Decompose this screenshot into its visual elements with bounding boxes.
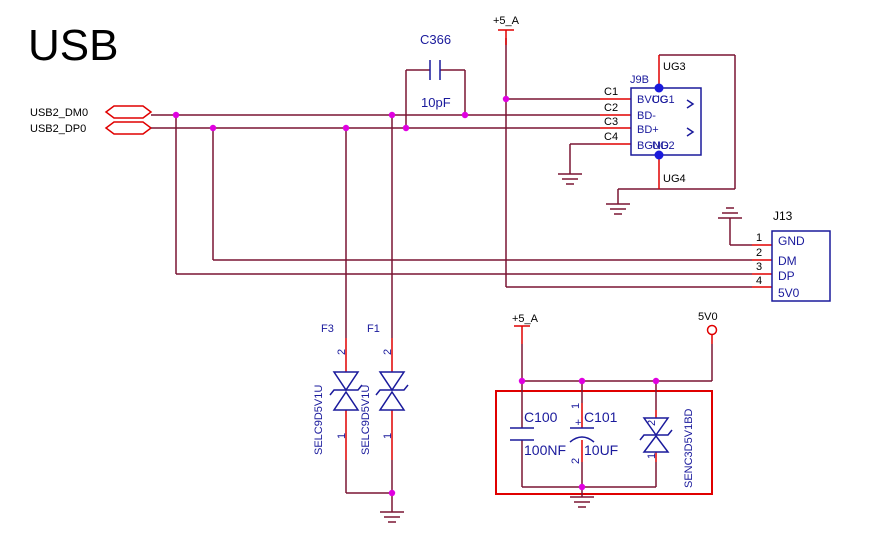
j9b-overlap-label-2: UG2 xyxy=(652,140,675,152)
j13-pin-num-3: 3 xyxy=(756,261,762,273)
tvs-part: SENC3D5V1BD xyxy=(683,408,695,488)
tvs-diode-f1: F1 2 1 SELC9D5V1U xyxy=(360,323,409,455)
connector-j9b: J9B UG3 UG4 BVCC UG1 BD- BD+ BGND UG2 C1… xyxy=(604,61,702,185)
j13-pin-label-4: 5V0 xyxy=(778,286,800,300)
connector-j13: J13 GND DM DP 5V0 1 2 3 4 xyxy=(756,209,831,302)
power-label-bottom: +5_A xyxy=(512,313,539,325)
tvs-diode-senc: 2 1 SENC3D5V1BD xyxy=(639,408,695,488)
power-label-top: +5_A xyxy=(493,15,520,27)
power-plus5a-top: +5_A xyxy=(493,15,520,31)
c366-ref: C366 xyxy=(420,32,451,47)
j13-pin-label-3: DP xyxy=(778,269,795,283)
ground-icon xyxy=(606,203,630,215)
j9b-pin-label-1: BVCC xyxy=(637,94,668,106)
tvs-pin-top: 2 xyxy=(646,420,658,426)
signal-wires xyxy=(151,38,752,338)
c366-value: 10pF xyxy=(421,95,451,110)
j9b-ug4: UG4 xyxy=(663,173,686,185)
capacitor-c100: C100 100NF xyxy=(510,409,566,458)
port-usb-dp: USB2_DP0 xyxy=(30,121,153,135)
tvs-pin-bottom: 1 xyxy=(646,453,658,459)
j9b-overlap-label-1: UG1 xyxy=(652,94,675,106)
ground-icon xyxy=(380,511,404,523)
j9b-pin-num-4: C4 xyxy=(604,131,618,143)
j9b-pin-label-2: BD- xyxy=(637,110,656,122)
j13-pin-num-1: 1 xyxy=(756,232,762,244)
j9b-ug3: UG3 xyxy=(663,61,686,73)
j9b-pin-num-1: C1 xyxy=(604,86,618,98)
power-label-5v0: 5V0 xyxy=(698,311,718,323)
f3-pin-bottom: 1 xyxy=(336,433,348,439)
capacitor-c366: C366 10pF xyxy=(420,32,451,110)
net-label-dm: USB2_DM0 xyxy=(30,107,88,119)
j9b-ref: J9B xyxy=(630,74,649,86)
f1-pin-bottom: 1 xyxy=(382,433,394,439)
f1-part: SELC9D5V1U xyxy=(360,385,372,455)
port-usb-dm: USB2_DM0 xyxy=(30,105,153,119)
c101-value: 10UF xyxy=(584,442,618,458)
ground-icon xyxy=(558,173,582,185)
f1-ref: F1 xyxy=(367,323,380,335)
j13-pin-num-2: 2 xyxy=(756,247,762,259)
j13-pin-label-1: GND xyxy=(778,234,805,248)
junction-dots xyxy=(172,95,660,497)
tvs-diode-f3: F3 2 1 SELC9D5V1U xyxy=(313,323,363,455)
power-5v0: 5V0 xyxy=(698,311,718,381)
j13-pin-label-2: DM xyxy=(778,254,797,268)
pin-stubs xyxy=(345,30,772,460)
net-label-dp: USB2_DP0 xyxy=(30,123,86,135)
c101-pin-bottom: 2 xyxy=(570,458,582,464)
j9b-pin-num-3: C3 xyxy=(604,116,618,128)
c101-plus: + xyxy=(575,417,581,429)
c101-pin-top: 1 xyxy=(570,403,582,409)
j9b-pin-label-4: BGND xyxy=(637,140,669,152)
f3-ref: F3 xyxy=(321,323,334,335)
ground-icon xyxy=(570,496,594,508)
ground-icon xyxy=(718,207,742,219)
f3-pin-top: 2 xyxy=(336,349,348,355)
capacitor-c101: + C101 10UF 1 2 xyxy=(569,403,618,464)
tvs-ground-wires xyxy=(345,460,393,512)
j13-ref: J13 xyxy=(773,209,793,223)
j13-pin-num-4: 4 xyxy=(756,275,762,287)
c100-value: 100NF xyxy=(524,442,566,458)
sheet-title: USB xyxy=(28,21,118,70)
highlight-box xyxy=(495,390,713,495)
c100-ref: C100 xyxy=(524,409,558,425)
c101-ref: C101 xyxy=(584,409,618,425)
j9b-pin-label-3: BD+ xyxy=(637,124,659,136)
box-rails xyxy=(521,380,712,497)
f1-pin-top: 2 xyxy=(382,349,394,355)
f3-part: SELC9D5V1U xyxy=(313,385,325,455)
j9b-pin-num-2: C2 xyxy=(604,102,618,114)
power-plus5a-bottom: +5_A xyxy=(512,313,539,381)
